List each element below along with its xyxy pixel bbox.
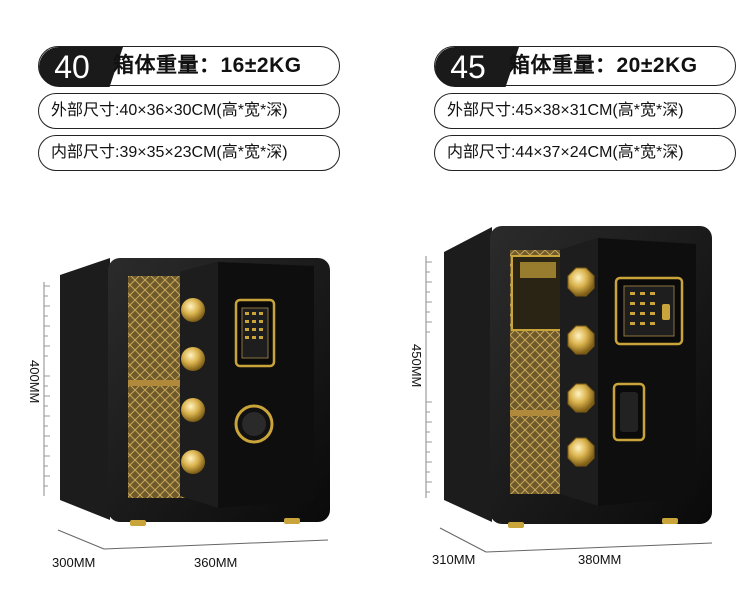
inner-size-pill: 内部尺寸:39×35×23CM(高*宽*深) (38, 135, 340, 171)
keypad-icon (614, 276, 684, 346)
safe-45-illustration (425, 226, 713, 553)
outer-size-pill: 外部尺寸:45×38×31CM(高*宽*深) (434, 93, 736, 129)
depth-label: 310MM (432, 552, 476, 567)
inner-size-label: 内部尺寸:44×37×24CM(高*宽*深) (447, 144, 684, 161)
weight-label: 箱体重量：16±2KG (113, 54, 302, 77)
model-badge: 45 (435, 47, 519, 87)
safe-40-panel: 40 箱体重量：16±2KG 外部尺寸:40×36×30CM(高*宽*深) 内部… (12, 0, 342, 604)
outer-size-label: 外部尺寸:40×36×30CM(高*宽*深) (51, 102, 288, 119)
fingerprint-handle-icon (612, 382, 646, 442)
weight-pill: 40 箱体重量：16±2KG (38, 46, 340, 87)
height-ruler (425, 256, 432, 498)
lock-bolt-icon (181, 298, 205, 474)
model-number: 45 (450, 49, 486, 85)
height-label: 450MM (409, 344, 424, 388)
model-badge: 40 (39, 47, 123, 87)
width-label: 360MM (194, 555, 238, 570)
height-ruler (43, 282, 50, 496)
weight-label: 箱体重量：20±2KG (509, 54, 698, 77)
inner-size-pill: 内部尺寸:44×37×24CM(高*宽*深) (434, 135, 736, 171)
keypad-icon (234, 298, 276, 368)
depth-label: 300MM (52, 555, 96, 570)
knob-icon (234, 404, 274, 444)
height-label: 400MM (27, 360, 42, 404)
width-label: 380MM (578, 552, 622, 567)
width-ruler (57, 529, 329, 550)
model-number: 40 (54, 49, 90, 85)
lock-bolt-icon (567, 267, 595, 467)
width-ruler (439, 527, 713, 553)
weight-pill: 45 箱体重量：20±2KG (434, 46, 736, 87)
safe-40-illustration (43, 258, 330, 550)
inner-size-label: 内部尺寸:39×35×23CM(高*宽*深) (51, 144, 288, 161)
outer-size-label: 外部尺寸:45×38×31CM(高*宽*深) (447, 102, 684, 119)
safe-45-panel: 45 箱体重量：20±2KG 外部尺寸:45×38×31CM(高*宽*深) 内部… (408, 0, 738, 604)
outer-size-pill: 外部尺寸:40×36×30CM(高*宽*深) (38, 93, 340, 129)
